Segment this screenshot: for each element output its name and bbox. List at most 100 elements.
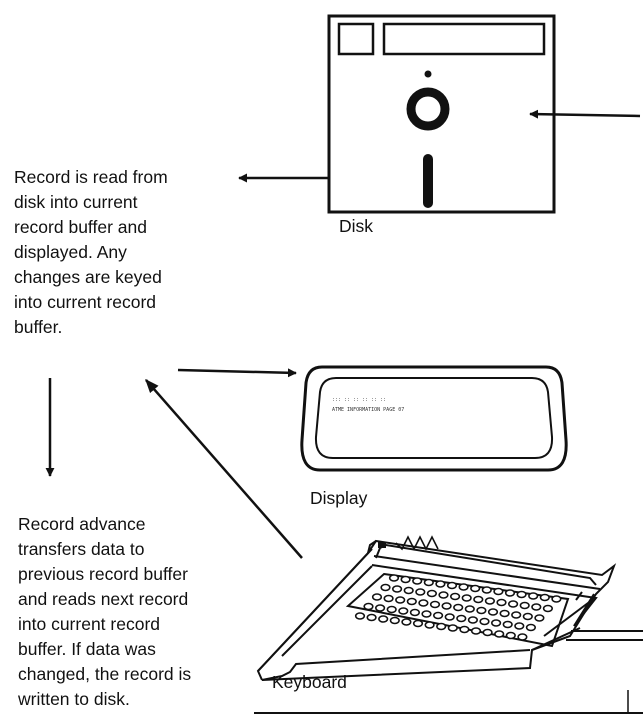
key (375, 604, 386, 612)
text-line: changes are keyed (14, 267, 162, 287)
key (516, 590, 527, 599)
text-line: buffer. If data was (18, 639, 156, 659)
key (429, 600, 441, 609)
key (459, 625, 470, 634)
key (395, 596, 406, 604)
key (551, 595, 562, 603)
key (441, 602, 452, 610)
text-line: displayed. Any (14, 242, 127, 262)
display-icon: ::: :: :: :: :: :: ATME INFORMATION PAGE… (300, 365, 568, 472)
key (447, 624, 458, 632)
key (519, 601, 530, 610)
key (380, 583, 391, 592)
text-line: changed, the record is (18, 664, 192, 684)
key (528, 592, 539, 600)
key (496, 598, 507, 607)
key (438, 591, 449, 599)
key (388, 574, 400, 582)
key (424, 621, 435, 629)
read-record-description: Record is read from disk into current re… (14, 165, 168, 340)
key (412, 619, 424, 628)
key (511, 611, 522, 619)
key (450, 592, 461, 601)
text-line: written to disk. (18, 689, 130, 709)
key (371, 593, 383, 601)
key (383, 594, 394, 603)
key (482, 628, 493, 637)
arrow-keyboard-to-buffer (145, 378, 303, 559)
key (514, 622, 525, 630)
key (456, 614, 467, 623)
disk-icon (327, 14, 556, 214)
key (378, 615, 389, 623)
key (398, 607, 409, 615)
key (406, 597, 417, 606)
key (494, 630, 505, 638)
arrow-buffer-to-display (177, 368, 297, 378)
key (403, 586, 414, 595)
text-line: previous record buffer (18, 564, 188, 584)
screen-text-row-2: ATME INFORMATION PAGE 07 (332, 407, 404, 413)
key (539, 593, 550, 602)
disk-label: Disk (339, 216, 374, 236)
key (389, 616, 400, 625)
key (421, 610, 432, 618)
key (446, 581, 458, 590)
key (542, 604, 554, 613)
key (461, 594, 472, 602)
key (504, 589, 516, 597)
key (531, 603, 542, 611)
keyboard-label: Keyboard (272, 672, 347, 692)
key (392, 585, 403, 593)
key (487, 608, 499, 616)
key (499, 609, 510, 618)
key (354, 612, 366, 620)
key (493, 587, 504, 596)
key (363, 602, 374, 611)
keyboard-icon (256, 535, 643, 681)
text-line: buffer. (14, 317, 63, 337)
key (366, 613, 377, 622)
key (453, 603, 464, 612)
key (479, 617, 490, 626)
key (435, 580, 446, 588)
key (491, 619, 502, 627)
key (484, 597, 496, 605)
text-line: into current record (18, 614, 161, 634)
key (470, 584, 481, 593)
text-line: transfers data to (18, 539, 145, 559)
key (481, 586, 492, 594)
key (386, 605, 397, 614)
arrow-from-right (529, 109, 641, 119)
display-label: Display (310, 488, 368, 508)
key (502, 620, 513, 629)
key (467, 616, 479, 624)
text-line: disk into current (14, 192, 138, 212)
record-advance-description: Record advance transfers data to previou… (18, 512, 191, 712)
text-line: Record is read from (14, 167, 168, 187)
text-line: record buffer and (14, 217, 147, 237)
key (470, 627, 482, 635)
key (517, 633, 528, 641)
key (409, 608, 421, 617)
key (436, 622, 447, 631)
key (505, 631, 516, 640)
key (426, 589, 438, 598)
key (400, 575, 411, 584)
key (433, 611, 444, 620)
key (534, 614, 545, 622)
key (415, 588, 426, 596)
text-line: into current record (14, 292, 157, 312)
key (473, 595, 484, 604)
key (522, 612, 533, 621)
key (476, 606, 487, 615)
key (423, 578, 434, 587)
key (458, 583, 469, 591)
key (418, 599, 429, 607)
key (464, 605, 475, 613)
key (401, 618, 412, 626)
keyboard-keys (354, 574, 562, 641)
text-line: and reads next record (18, 589, 189, 609)
screen-text-row-1: ::: :: :: :: :: :: (332, 397, 386, 403)
